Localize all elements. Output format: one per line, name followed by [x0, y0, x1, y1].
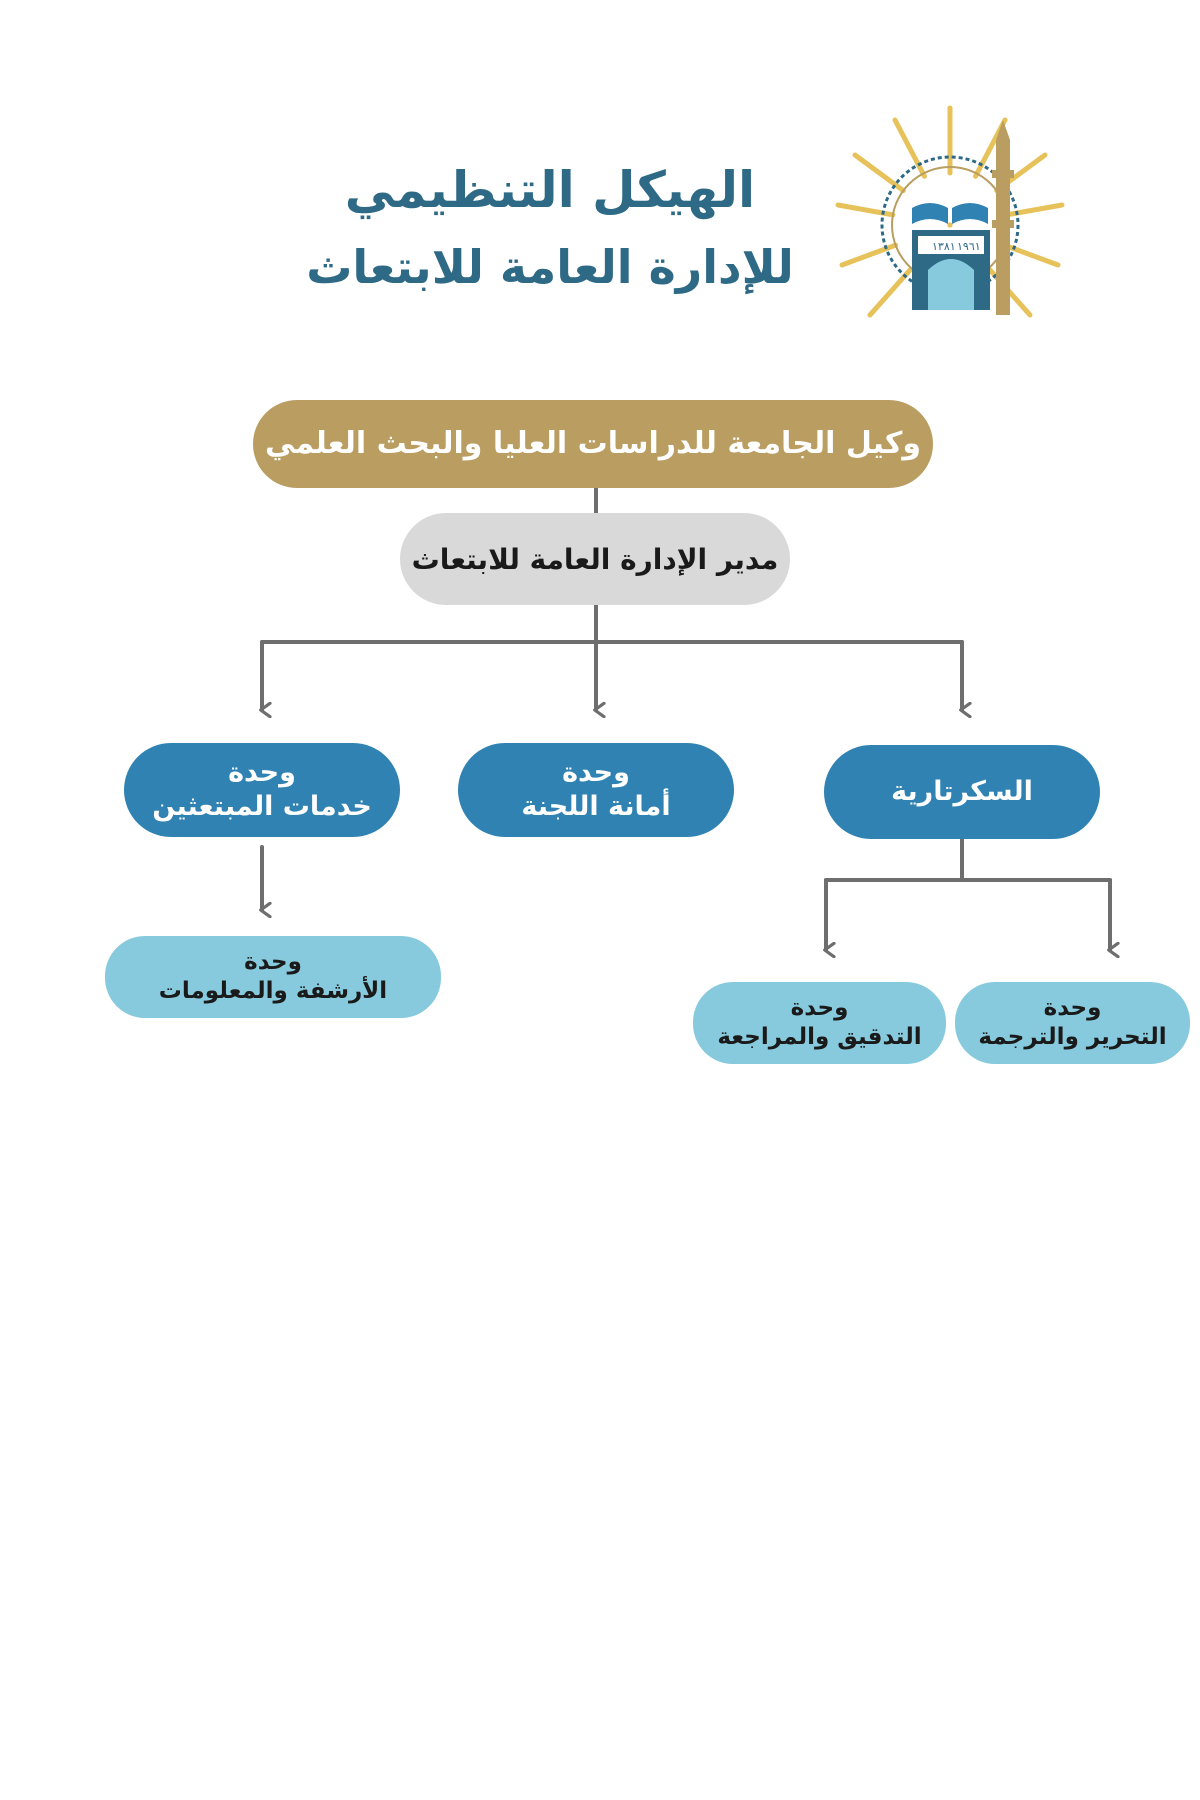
auditing-review-unit-box: وحدة التدقيق والمراجعة: [693, 982, 946, 1064]
editing-translation-unit-box: وحدة التحرير والترجمة: [955, 982, 1190, 1064]
year-hijri: ١٣٨١: [932, 240, 956, 253]
archiving-information-unit-box: وحدة الأرشفة والمعلومات: [105, 936, 441, 1018]
vice-president-box: وكيل الجامعة للدراسات العليا والبحث العل…: [253, 400, 933, 488]
university-emblem-icon: ١٣٨١ ١٩٦١: [835, 105, 1065, 318]
vice-president-label: وكيل الجامعة للدراسات العليا والبحث العل…: [264, 426, 922, 462]
director-box: مدير الإدارة العامة للابتعاث: [400, 513, 790, 605]
unit-line2: خدمات المبتعثين: [152, 791, 372, 822]
secretariat-box: السكرتارية: [824, 745, 1100, 839]
year-gregorian: ١٩٦١: [957, 240, 981, 253]
subunit-line1: وحدة: [1043, 995, 1102, 1022]
unit-line2: أمانة اللجنة: [521, 791, 671, 822]
subunit-line2: التحرير والترجمة: [978, 1024, 1167, 1050]
book-icon: [912, 203, 948, 224]
unit-line1: وحدة: [228, 757, 296, 789]
subunit-line2: الأرشفة والمعلومات: [158, 978, 388, 1004]
scholar-services-unit-box: وحدة خدمات المبتعثين: [124, 743, 400, 837]
subunit-line1: وحدة: [790, 995, 849, 1022]
unit-line1: السكرتارية: [891, 776, 1033, 808]
subunit-line1: وحدة: [244, 949, 302, 976]
minaret-icon: [992, 120, 1014, 315]
director-label: مدير الإدارة العامة للابتعاث: [411, 542, 779, 576]
title-line-2: للإدارة العامة للابتعاث: [306, 240, 794, 294]
subunit-line2: التدقيق والمراجعة: [717, 1024, 922, 1050]
title-line-1: الهيكل التنظيمي: [344, 161, 756, 219]
page-title: الهيكل التنظيمي للإدارة العامة للابتعاث: [300, 150, 800, 305]
committee-secretariat-unit-box: وحدة أمانة اللجنة: [458, 743, 734, 837]
unit-line1: وحدة: [562, 757, 630, 789]
